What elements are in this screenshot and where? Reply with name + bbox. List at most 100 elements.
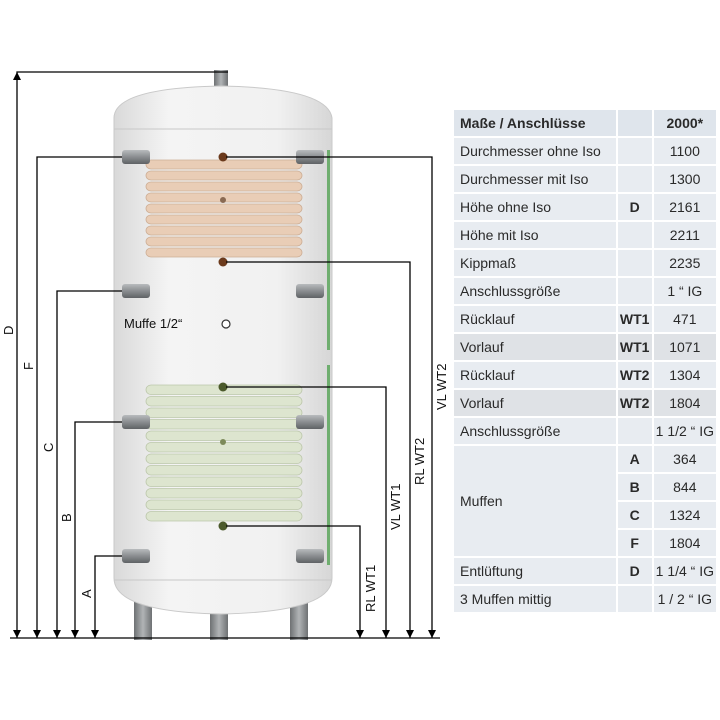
dim-label-vl-wt2: VL WT2: [434, 364, 449, 410]
table-header-row: Maße / Anschlüsse 2000*: [454, 110, 716, 136]
row-value: 2161: [653, 194, 716, 220]
row-label: 3 Muffen mittig: [454, 586, 616, 612]
dim-label-rl-wt2: RL WT2: [412, 438, 427, 485]
muffen-code: B: [617, 474, 652, 500]
header-label: Maße / Anschlüsse: [454, 110, 616, 136]
coil-turn: [145, 225, 303, 236]
row-label: Höhe mit Iso: [454, 222, 616, 248]
row-code: [617, 166, 652, 192]
dim-label-vl-wt1: VL WT1: [388, 484, 403, 530]
row-value: 471: [653, 306, 716, 332]
muffe-circle: [221, 319, 231, 329]
dim-label-f: F: [21, 362, 36, 370]
side-ports: [122, 150, 324, 563]
row-code: WT1: [617, 306, 652, 332]
row-code: WT1: [617, 334, 652, 360]
vent-pipe: [214, 70, 228, 90]
coil-turn: [145, 419, 303, 430]
coil-turn: [145, 488, 303, 499]
coil-turn: [145, 214, 303, 225]
muffe-label: Muffe 1/2“: [124, 316, 182, 331]
row-code: WT2: [617, 362, 652, 388]
row-value: 1300: [653, 166, 716, 192]
coil-turn: [145, 170, 303, 181]
muffen-code: F: [617, 530, 652, 556]
coil-turn: [145, 476, 303, 487]
dim-label-c: C: [41, 443, 56, 452]
tank-diagram: Muffe 1/2“ D F C B A RL WT1 VL WT1 RL WT…: [1, 70, 449, 640]
coil-turn: [145, 511, 303, 522]
coil-turn: [145, 453, 303, 464]
row-value: 1304: [653, 362, 716, 388]
row-label: Entlüftung: [454, 558, 616, 584]
row-label: Rücklauf: [454, 306, 616, 332]
table-row: Kippmaß 2235: [454, 250, 716, 276]
coil-turn: [145, 430, 303, 441]
coil-turn: [145, 203, 303, 214]
coil-turn: [145, 181, 303, 192]
muffen-code: C: [617, 502, 652, 528]
row-label: Kippmaß: [454, 250, 616, 276]
row-code: [617, 250, 652, 276]
dim-label-rl-wt1: RL WT1: [363, 565, 378, 612]
row-label: Anschlussgröße: [454, 278, 616, 304]
upper-heat-exchanger-coil: [145, 159, 303, 258]
row-label: Vorlauf: [454, 390, 616, 416]
row-value: 1 1/2 “ IG: [653, 418, 716, 444]
row-label: Höhe ohne Iso: [454, 194, 616, 220]
row-value: 1071: [653, 334, 716, 360]
header-code: [617, 110, 652, 136]
indicator-stripe-upper: [327, 150, 330, 350]
indicator-stripe-lower: [327, 365, 330, 565]
tank-leg-right: [290, 600, 308, 640]
row-code: WT2: [617, 390, 652, 416]
coil-turn: [145, 499, 303, 510]
dimension-lines-left: [10, 71, 440, 639]
coil-connection-dots: [218, 152, 228, 531]
row-value: 2211: [653, 222, 716, 248]
muffen-value: 1804: [653, 530, 716, 556]
muffen-value: 1324: [653, 502, 716, 528]
row-label: Vorlauf: [454, 334, 616, 360]
dim-label-a: A: [79, 589, 94, 598]
dim-label-b: B: [59, 513, 74, 522]
row-code: D: [617, 194, 652, 220]
muffen-value: 844: [653, 474, 716, 500]
row-value: 1 1/4 “ IG: [653, 558, 716, 584]
tank-leg-left: [134, 600, 152, 640]
row-code: [617, 138, 652, 164]
muffen-value: 364: [653, 446, 716, 472]
row-label: Durchmesser mit Iso: [454, 166, 616, 192]
coil-turn: [145, 396, 303, 407]
muffen-code: A: [617, 446, 652, 472]
row-label: Rücklauf: [454, 362, 616, 388]
row-code: [617, 222, 652, 248]
dimension-lines-right: [226, 156, 436, 638]
row-value: 1 “ IG: [653, 278, 716, 304]
table-row: Höhe mit Iso 2211: [454, 222, 716, 248]
row-code: [617, 418, 652, 444]
row-value: 1804: [653, 390, 716, 416]
row-code: [617, 586, 652, 612]
header-value: 2000*: [653, 110, 716, 136]
row-label: Durchmesser ohne Iso: [454, 138, 616, 164]
coil-turn: [145, 247, 303, 258]
table-row: Durchmesser mit Iso 1300: [454, 166, 716, 192]
coil-turn: [145, 465, 303, 476]
table-row: Anschlussgröße 1 “ IG: [454, 278, 716, 304]
coil-turn: [145, 236, 303, 247]
row-value: 2235: [653, 250, 716, 276]
